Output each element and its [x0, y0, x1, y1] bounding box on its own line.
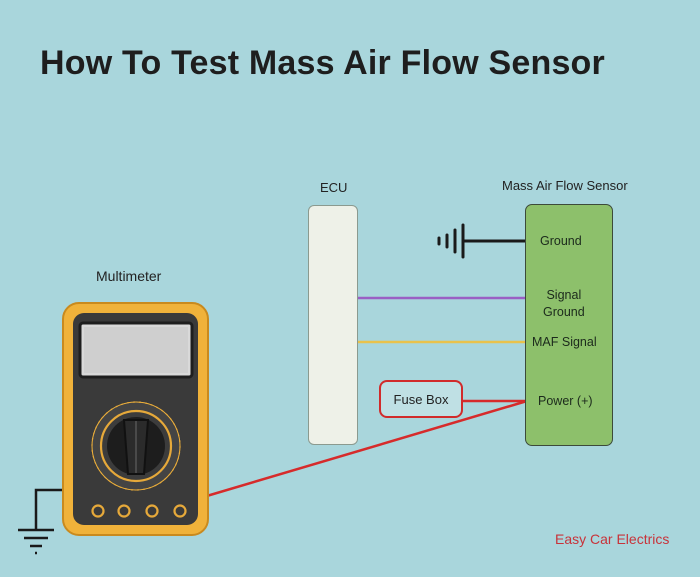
- pin-signal-ground-line2: Ground: [543, 305, 585, 319]
- multimeter-icon: [62, 302, 209, 536]
- rotary-dial-icon: [99, 409, 173, 483]
- brand-watermark: Easy Car Electrics: [555, 531, 670, 547]
- jack-sockets: [91, 504, 187, 518]
- page-title: How To Test Mass Air Flow Sensor: [40, 44, 605, 82]
- pin-maf-signal-label: MAF Signal: [532, 335, 597, 349]
- ground-symbol-icon: [437, 223, 465, 259]
- maf-sensor-label: Mass Air Flow Sensor: [502, 178, 628, 193]
- ecu-module: [308, 205, 358, 445]
- fuse-box-label: Fuse Box: [393, 391, 449, 407]
- multimeter-label: Multimeter: [96, 268, 162, 284]
- multimeter-to-power-wire: [199, 399, 528, 500]
- pin-signal-ground-label: Signal Ground: [543, 287, 585, 321]
- ecu-label: ECU: [320, 180, 348, 195]
- fuse-box: Fuse Box: [379, 380, 463, 418]
- maf-sensor-module: [525, 204, 613, 446]
- pin-ground-label: Ground: [540, 234, 582, 248]
- pin-power-label: Power (+): [538, 394, 593, 408]
- pin-signal-ground-line1: Signal: [546, 288, 582, 302]
